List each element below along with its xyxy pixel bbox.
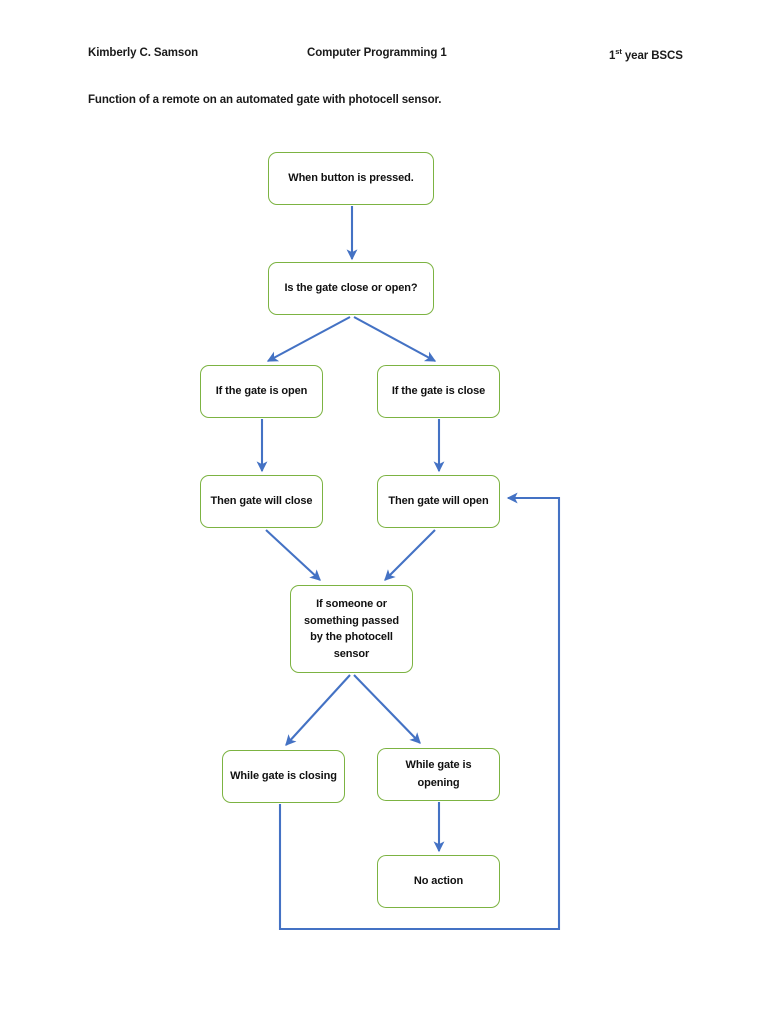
node-gate-close[interactable]: If the gate is close xyxy=(377,365,500,418)
diagram-subtitle: Function of a remote on an automated gat… xyxy=(88,94,442,106)
node-question[interactable]: Is the gate close or open? xyxy=(268,262,434,315)
node-will-close-label: Then gate will close xyxy=(210,494,313,507)
node-gate-open[interactable]: If the gate is open xyxy=(200,365,323,418)
header-year-number: 1 xyxy=(609,49,616,62)
node-will-open[interactable]: Then gate will open xyxy=(377,475,500,528)
node-will-close[interactable]: Then gate will close xyxy=(200,475,323,528)
node-photocell-label: If someone or something passed by the ph… xyxy=(304,598,399,660)
node-photocell[interactable]: If someone or something passed by the ph… xyxy=(290,585,413,673)
node-no-action[interactable]: No action xyxy=(377,855,500,908)
node-no-action-label: No action xyxy=(413,874,464,887)
header-year-text: year BSCS xyxy=(621,49,683,62)
edge-photocell-to-while-opening xyxy=(353,674,421,744)
node-while-opening[interactable]: While gate is opening xyxy=(377,748,500,801)
node-start[interactable]: When button is pressed. xyxy=(268,152,434,205)
edge-will-close-to-photocell xyxy=(265,529,321,581)
node-gate-close-label: If the gate is close xyxy=(391,384,486,397)
edge-photocell-to-while-closing xyxy=(285,674,351,746)
edge-will-open-to-photocell xyxy=(384,529,436,581)
node-while-closing[interactable]: While gate is closing xyxy=(222,750,345,803)
header-year-ordinal-suffix: st xyxy=(615,47,622,56)
header-author: Kimberly C. Samson xyxy=(88,47,199,59)
node-while-opening-label: While gate is opening xyxy=(405,759,472,789)
node-start-label: When button is pressed. xyxy=(288,171,414,184)
node-question-label: Is the gate close or open? xyxy=(284,281,418,294)
node-will-open-label: Then gate will open xyxy=(388,494,489,507)
node-while-closing-label: While gate is closing xyxy=(230,769,337,782)
header-year: 1st year BSCS xyxy=(609,47,683,62)
edge-question-to-gate-close xyxy=(353,316,437,362)
header-course: Computer Programming 1 xyxy=(307,47,447,59)
edge-question-to-gate-open xyxy=(266,316,351,362)
node-gate-open-label: If the gate is open xyxy=(215,384,308,397)
